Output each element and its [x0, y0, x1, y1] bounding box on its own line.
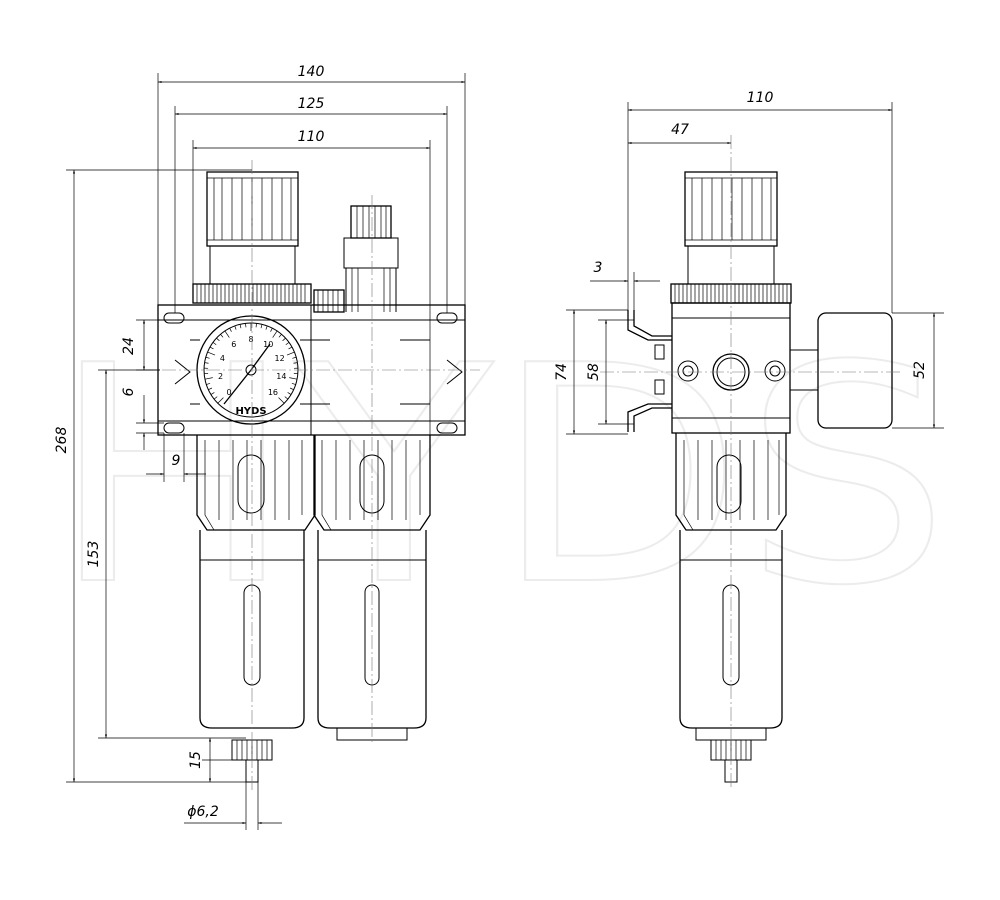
gauge-scale-label: 6 — [231, 340, 236, 349]
dimension-15: 15 — [188, 751, 204, 769]
gauge-minor-tick — [270, 327, 273, 332]
side-dimension-47: 47 — [671, 122, 689, 138]
gauge-minor-tick — [229, 327, 232, 332]
side-dimension-3: 3 — [594, 260, 603, 276]
dimension-153: 153 — [86, 541, 102, 568]
gauge-major-tick — [207, 351, 216, 356]
gauge-major-tick — [289, 377, 298, 380]
gauge-minor-tick — [265, 325, 268, 330]
dimension-125: 125 — [298, 96, 325, 112]
side-dimension-74: 74 — [554, 363, 570, 381]
gauge-major-tick — [278, 397, 285, 404]
dimension-110: 110 — [298, 129, 325, 145]
gauge-minor-tick — [288, 346, 293, 350]
gauge-minor-tick — [210, 392, 215, 395]
side-dimension-58: 58 — [586, 363, 602, 381]
gauge-minor-tick — [239, 324, 242, 329]
front-dimensions: 140 125 110 268 153 24 — [54, 64, 466, 830]
gauge-minor-tick — [220, 334, 224, 338]
dimension-9: 9 — [172, 453, 181, 469]
gauge-scale-label: 2 — [218, 372, 223, 381]
gauge-minor-tick — [234, 325, 237, 330]
gauge-scale-label: 10 — [263, 340, 273, 349]
dimension-268: 268 — [54, 427, 70, 454]
gauge-major-tick — [217, 397, 224, 404]
gauge-minor-tick — [213, 396, 218, 400]
gauge-minor-tick — [291, 382, 296, 385]
gauge-minor-tick — [216, 337, 220, 342]
side-view: 110 47 3 74 58 52 — [554, 90, 944, 790]
gauge-minor-tick — [209, 346, 214, 350]
gauge-minor-tick — [292, 356, 297, 359]
dimension-6: 6 — [121, 387, 137, 396]
gauge-scale-label: 12 — [275, 354, 285, 363]
gauge-scale-label: 16 — [268, 388, 278, 397]
side-dimension-52: 52 — [912, 361, 928, 379]
gauge-minor-tick — [293, 362, 298, 364]
side-dimensions: 110 47 3 74 58 52 — [554, 90, 944, 435]
gauge-minor-tick — [212, 342, 217, 346]
dimension-diameter: ϕ6,2 — [187, 804, 219, 820]
gauge-minor-tick — [287, 392, 292, 395]
dimension-140: 140 — [298, 64, 325, 80]
gauge-minor-tick — [205, 356, 210, 359]
gauge-major-tick — [286, 351, 295, 356]
gauge-minor-tick — [289, 387, 294, 390]
dimension-24: 24 — [121, 337, 137, 355]
gauge-brand: HYDS — [235, 406, 266, 417]
gauge-minor-tick — [282, 337, 286, 342]
gauge-major-tick — [224, 330, 230, 338]
gauge-minor-tick — [208, 387, 213, 390]
side-dimension-110: 110 — [747, 90, 774, 106]
gauge-scale-label: 4 — [220, 354, 225, 363]
gauge-minor-tick — [206, 382, 211, 385]
gauge-minor-tick — [260, 324, 263, 329]
lubricator-adjuster — [313, 205, 399, 313]
gauge-major-tick — [204, 377, 213, 380]
gauge-major-tick — [272, 330, 278, 338]
gauge-minor-tick — [204, 362, 209, 364]
side-gauge — [789, 312, 893, 429]
gauge-minor-tick — [285, 342, 290, 346]
gauge-scale-label: 14 — [276, 372, 286, 381]
watermark: HYDS — [50, 302, 950, 651]
gauge-minor-tick — [278, 334, 282, 338]
gauge-scale-label: 8 — [248, 335, 253, 344]
gauge-scale-label: 0 — [227, 388, 232, 397]
gauge-minor-tick — [284, 396, 289, 400]
